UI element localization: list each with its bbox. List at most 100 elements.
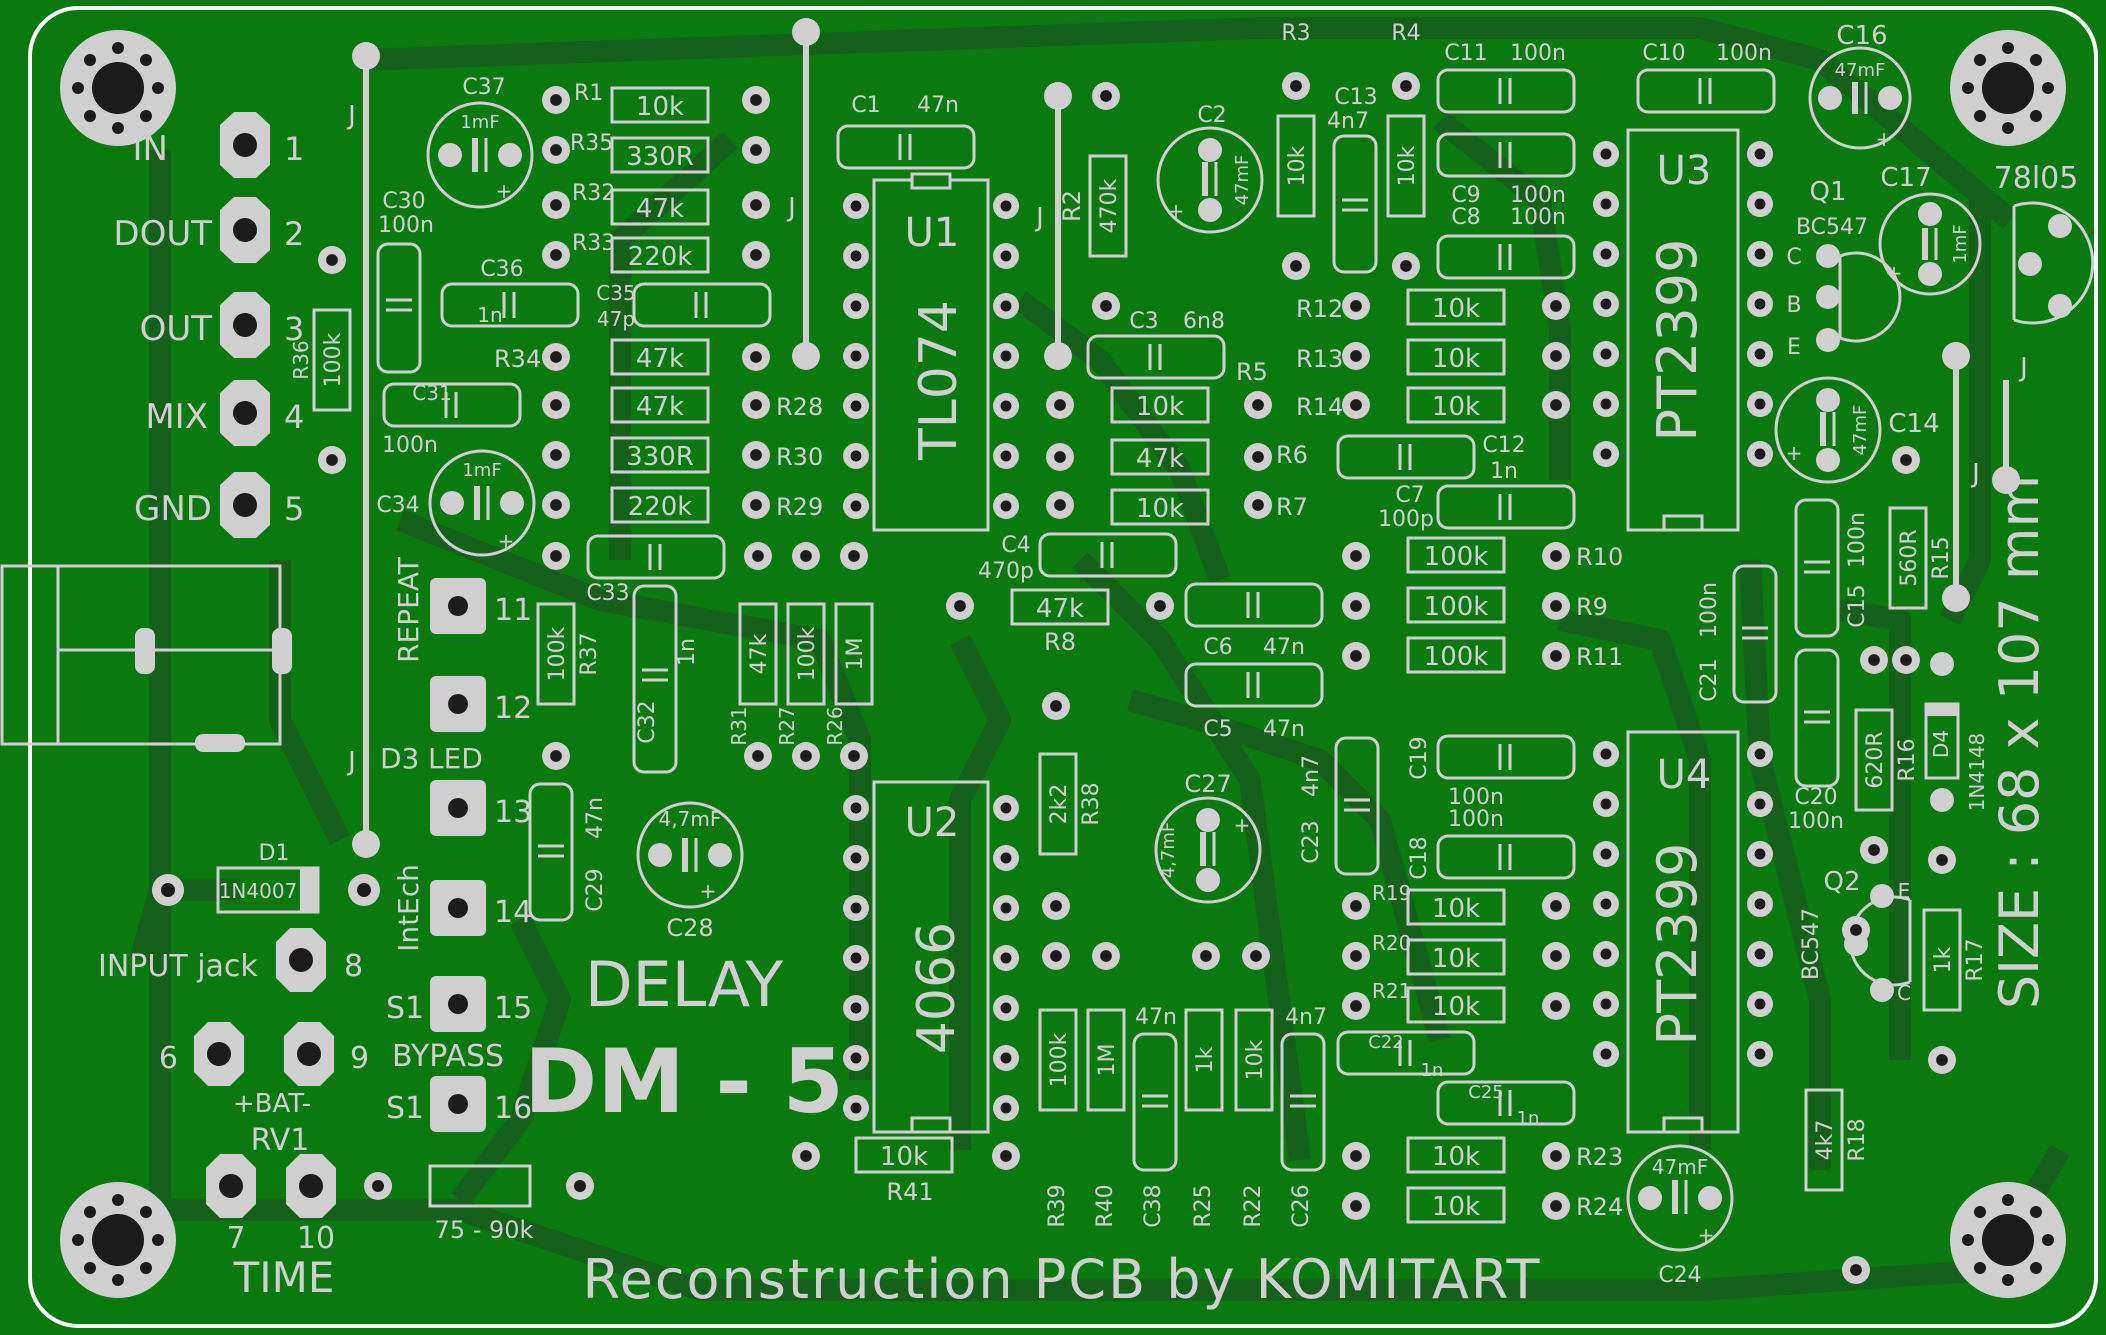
resistor-value: 10k bbox=[1432, 1142, 1480, 1172]
solder-pad bbox=[1593, 841, 1619, 867]
capacitor-value: 47n bbox=[1263, 635, 1305, 660]
resistor-ref: R20 bbox=[1372, 931, 1411, 955]
solder-pad bbox=[993, 945, 1019, 971]
capacitor-ref: C1 bbox=[851, 93, 880, 118]
connector-gnd: GND 5 bbox=[134, 472, 304, 538]
resistor-ref: R25 bbox=[1191, 1184, 1216, 1227]
solder-pad bbox=[1342, 391, 1370, 419]
capacitor-ref: C38 bbox=[1141, 1184, 1166, 1227]
capacitor-value: 470p bbox=[978, 559, 1034, 584]
solder-pad bbox=[1244, 443, 1272, 471]
resistor-ref: R31 bbox=[727, 706, 751, 745]
solder-pad bbox=[1542, 642, 1570, 670]
capacitor-ref: C29 bbox=[583, 868, 608, 911]
resistor-ref: R3 bbox=[1281, 21, 1310, 46]
solder-pad bbox=[1282, 252, 1310, 280]
capacitor-value: 1n bbox=[1490, 459, 1518, 484]
solder-pad bbox=[993, 243, 1019, 269]
ic-ref: U4 bbox=[1657, 752, 1712, 798]
resistor-value: 470k bbox=[1097, 178, 1122, 233]
elcap-ref: C17 bbox=[1880, 163, 1931, 193]
pad-number: 7 bbox=[226, 1221, 245, 1256]
solder-pad bbox=[1342, 1192, 1370, 1220]
solder-pad bbox=[843, 845, 869, 871]
resistor-value: 10k bbox=[636, 92, 684, 122]
solder-pad bbox=[1928, 1046, 1956, 1074]
solder-pad bbox=[1593, 941, 1619, 967]
solder-pad bbox=[542, 491, 570, 519]
jumper-label: J bbox=[2018, 353, 2028, 383]
solder-pad bbox=[1542, 292, 1570, 320]
elcap-value: 1mF bbox=[462, 460, 501, 481]
solder-pad bbox=[1244, 491, 1272, 519]
resistor-value: 47k bbox=[636, 392, 684, 422]
solder-pad bbox=[1542, 342, 1570, 370]
solder-pad bbox=[993, 1045, 1019, 1071]
capacitor-ref: C35 bbox=[596, 281, 635, 305]
solder-pad bbox=[1860, 646, 1888, 674]
solder-pad bbox=[1342, 592, 1370, 620]
plus-sign: + bbox=[1786, 441, 1803, 465]
resistor-ref: R40 bbox=[1093, 1184, 1118, 1227]
capacitor-value: 4n7 bbox=[1299, 755, 1324, 797]
pad-number: 16 bbox=[494, 1091, 532, 1126]
mounting-hole-top-left bbox=[60, 30, 176, 146]
solder-pad bbox=[843, 1045, 869, 1071]
solder-pad bbox=[840, 542, 868, 570]
solder-pad bbox=[1747, 791, 1773, 817]
diode-d1: 1N4007 D1 bbox=[152, 841, 380, 914]
resistor-ref: R6 bbox=[1276, 441, 1308, 469]
board-outline bbox=[28, 6, 2098, 1328]
solder-pad bbox=[993, 293, 1019, 319]
resistor-ref: R29 bbox=[776, 493, 823, 521]
capacitor-value: 1n bbox=[1421, 1060, 1444, 1081]
connector-number: 2 bbox=[284, 215, 304, 253]
resistor-ref: R18 bbox=[1845, 1118, 1870, 1161]
solder-pad bbox=[1593, 141, 1619, 167]
pad-11: 11 bbox=[430, 578, 532, 634]
capacitor-value: 100n bbox=[1845, 512, 1870, 568]
ic-u2: U2 4066 bbox=[872, 780, 990, 1134]
resistor-ref: R34 bbox=[494, 345, 541, 373]
capacitor-ref: C4 bbox=[1001, 533, 1030, 558]
resistor-value: 220k bbox=[628, 242, 693, 272]
solder-pad bbox=[843, 293, 869, 319]
solder-pad bbox=[1342, 892, 1370, 920]
solder-pad bbox=[1342, 342, 1370, 370]
elcap-ref: C37 bbox=[462, 75, 505, 100]
solder-pad bbox=[1593, 441, 1619, 467]
resistor-ref: R8 bbox=[1044, 628, 1076, 656]
solder-pad bbox=[1593, 341, 1619, 367]
resistor-ref: R9 bbox=[1576, 593, 1608, 621]
solder-pad bbox=[1747, 841, 1773, 867]
capacitor-ref: C3 bbox=[1129, 309, 1158, 334]
solder-pad bbox=[1242, 942, 1270, 970]
solder-pad bbox=[1342, 942, 1370, 970]
resistor-value: 10k bbox=[1395, 145, 1420, 186]
elcap-value: 4,7mF bbox=[1158, 822, 1179, 879]
pin-e: E bbox=[1787, 335, 1801, 360]
mounting-holes bbox=[60, 30, 2066, 1298]
solder-pad bbox=[843, 193, 869, 219]
capacitor-value: 100n bbox=[1510, 41, 1566, 66]
transistor-ref: Q2 bbox=[1823, 867, 1860, 897]
pad-number: 14 bbox=[494, 895, 532, 930]
dc-jack-outline bbox=[0, 564, 292, 752]
pad-number: 8 bbox=[344, 949, 363, 984]
